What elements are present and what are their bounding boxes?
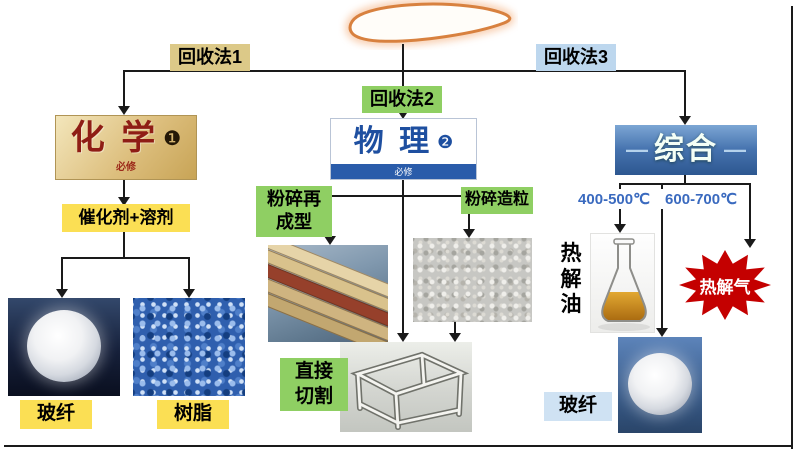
connector-chem-stem [123, 180, 125, 197]
arrow-to-fiber-right [656, 328, 668, 337]
connector-to-resin [188, 257, 190, 289]
resin-output-label: 树脂 [157, 400, 229, 429]
arrow-granules-to-frame [449, 333, 461, 342]
chemistry-cover-title: 化 学 [70, 120, 160, 157]
fiber-right-label: 玻纤 [544, 392, 612, 421]
connector-to-fiber-right [661, 183, 663, 328]
connector-to-fiber [61, 257, 63, 289]
arrow-to-gas [744, 239, 756, 248]
connector-right-stem [684, 70, 686, 116]
fiber-ball-graphic [628, 353, 692, 415]
connector-main-horizontal [124, 70, 686, 72]
reformed-profiles-photo [268, 245, 388, 342]
connector-comp-split-horizontal [619, 183, 751, 185]
arrow-to-granules [463, 229, 475, 238]
blade-cross-section-icon [345, 0, 515, 46]
crushed-granules-photo [413, 238, 532, 322]
pyrolysis-gas-burst: 热解气 [678, 248, 772, 322]
arrow-to-fiber [56, 289, 68, 298]
arrow-to-chemistry [118, 106, 130, 115]
banner-dash-right: — [724, 137, 746, 162]
catalyst-solvent-label: 催化剂+溶剂 [62, 204, 190, 233]
pyrolysis-gas-label: 热解气 [699, 277, 751, 297]
glass-fiber-right-photo [618, 337, 702, 433]
arrow-to-profiles [324, 236, 336, 245]
comprehensive-title: 综合 [654, 133, 718, 166]
cut-frame-photo [340, 342, 472, 432]
connector-phys-stem [402, 180, 404, 196]
chemistry-cover-subtitle: 必修 [116, 162, 136, 173]
right-border-line [791, 6, 793, 449]
banner-dash-left: — [626, 137, 648, 162]
connector-to-gas [749, 183, 751, 239]
connector-phys-center-down [402, 195, 404, 333]
starburst-icon [679, 250, 771, 320]
direct-cut-label: 直接 切割 [280, 358, 348, 412]
connector-center-stem [402, 44, 404, 110]
comprehensive-banner: — 综合 — [615, 125, 757, 175]
connector-phys-split-horizontal [329, 195, 470, 197]
connector-left-stem [123, 70, 125, 106]
connector-chem-split-horizontal [61, 257, 190, 259]
circled-one-icon: ❶ [163, 128, 182, 150]
fiber-output-label: 玻纤 [20, 400, 92, 429]
arrow-to-physics [397, 110, 409, 119]
method-3-label: 回收法3 [536, 44, 617, 72]
circled-two-icon: ❷ [437, 131, 454, 152]
connector-comp-stem [684, 175, 686, 185]
connector-granules-to-frame [454, 322, 456, 333]
physics-cover-subtitle: 必修 [331, 164, 476, 179]
method-1-label: 回收法1 [170, 44, 251, 72]
connector-chem-split-stem [123, 231, 125, 258]
chemistry-textbook-cover: 化 学 ❶ 必修 [55, 115, 197, 180]
physics-textbook-cover: 物 理 ❷ 必修 [330, 118, 477, 180]
arrow-to-resin [183, 289, 195, 298]
arrow-to-catalyst [118, 197, 130, 206]
temperature-low-label: 400-500℃ [571, 189, 657, 209]
glass-fiber-photo [8, 298, 120, 396]
crush-granulate-label: 粉碎造粒 [461, 187, 534, 214]
physics-cover-title: 物 理 [353, 124, 434, 158]
temperature-high-label: 600-700℃ [657, 189, 745, 209]
bottom-border-line [4, 445, 793, 447]
arrow-to-frame-center [397, 333, 409, 342]
pyrolysis-oil-flask-photo [590, 233, 655, 333]
resin-granules-photo [133, 298, 245, 396]
arrow-to-flask [614, 224, 626, 233]
arrow-to-comprehensive [679, 116, 691, 125]
method-2-label: 回收法2 [362, 86, 443, 114]
flask-icon [598, 238, 650, 331]
crush-reform-label: 粉碎再 成型 [256, 186, 332, 237]
fiber-ball-graphic [27, 310, 101, 382]
metal-frame-graphic [350, 351, 470, 430]
pyrolysis-oil-label: 热 解 油 [560, 242, 582, 317]
